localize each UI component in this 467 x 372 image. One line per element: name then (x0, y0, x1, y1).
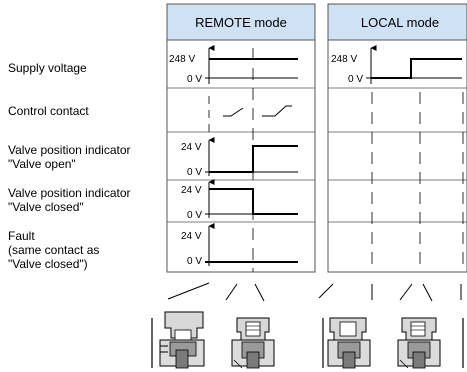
supply-voltage-label: Supply voltage (8, 61, 87, 75)
valve-illustrations (167, 282, 462, 302)
remote-fault-bottom-tick: 0 V (187, 256, 202, 267)
remote-column: REMOTE mode 248 V 0 V 24 V 0 V 24 V 0 V … (166, 3, 316, 273)
valve-closed-label-line1: Valve position indicator (8, 186, 131, 200)
fault-label-line1: Fault (8, 229, 35, 243)
remote-closed-trace (209, 188, 298, 215)
remote-control-contact-2 (262, 105, 292, 117)
valve-remote-open-icon (151, 311, 205, 369)
local-header (327, 3, 467, 41)
remote-closed-bottom-tick: 0 V (187, 210, 202, 221)
remote-closed-top-tick: 24 V (181, 185, 202, 196)
valve-open-label-line1: Valve position indicator (8, 143, 131, 157)
fault-label-line3: "Valve closed") (8, 257, 88, 271)
remote-fault-top-tick: 24 V (181, 231, 202, 242)
remote-header (166, 3, 316, 41)
valve-local-2-icon (397, 317, 464, 369)
remote-control-contact-1 (223, 107, 244, 117)
remote-header-title: REMOTE mode (195, 15, 287, 30)
control-contact-label: Control contact (8, 104, 89, 118)
local-frame (327, 39, 467, 273)
remote-open-bottom-tick: 0 V (187, 167, 202, 178)
valve-remote-closed-icon (231, 317, 275, 369)
remote-supply-top-tick: 248 V (169, 54, 195, 65)
remote-supply-bottom-tick: 0 V (187, 74, 202, 85)
local-column: LOCAL mode 248 V 0 V (327, 3, 467, 273)
remote-open-top-tick: 24 V (181, 142, 202, 153)
remote-open-trace (209, 145, 298, 173)
local-supply-bottom-tick: 0 V (348, 74, 363, 85)
local-supply-top-tick: 248 V (331, 54, 357, 65)
valve-local-1-icon (322, 317, 371, 369)
valve-open-label-line2: "Valve open" (8, 157, 76, 171)
remote-frame (166, 39, 316, 273)
local-header-title: LOCAL mode (361, 15, 439, 30)
valve-closed-label-line2: "Valve closed" (8, 200, 84, 214)
local-supply-trace (371, 58, 462, 79)
fault-label-line2: (same contact as (8, 243, 100, 257)
